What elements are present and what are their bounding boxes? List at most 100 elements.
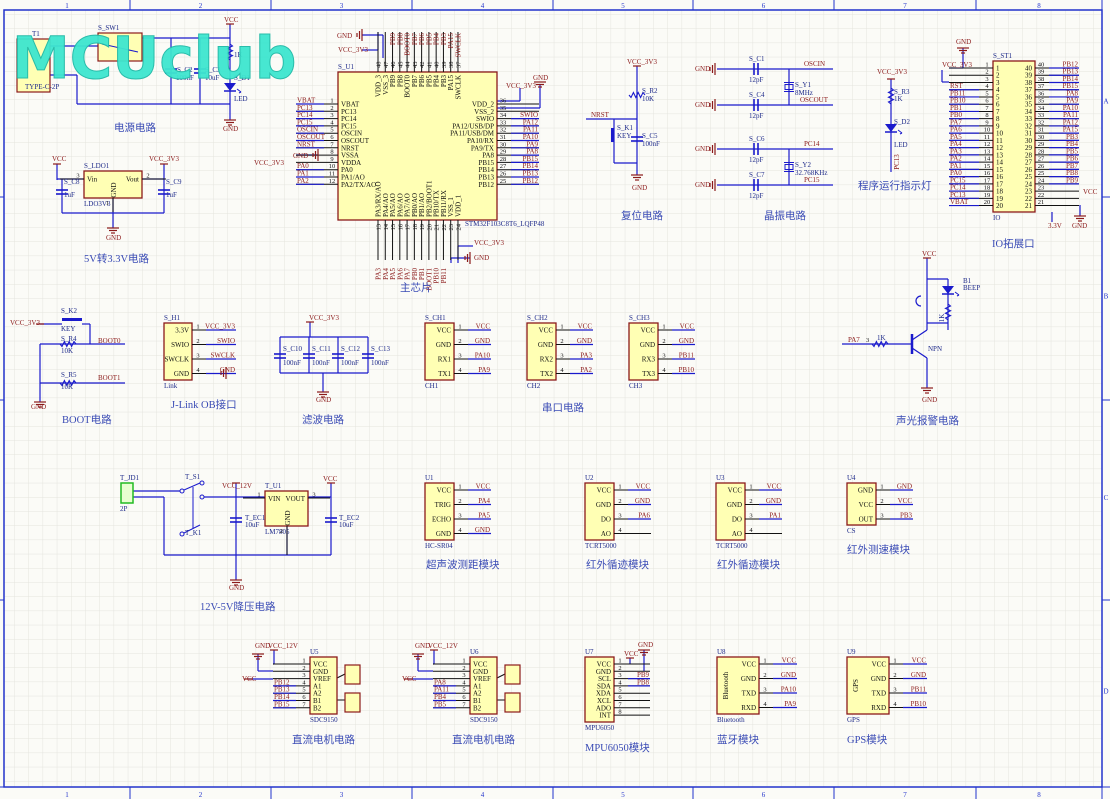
ground-icon: [317, 391, 329, 398]
pin-number: 1: [985, 62, 988, 69]
pin-name: 1: [996, 65, 1000, 73]
pin-name: VCC: [473, 661, 488, 669]
label-boot-gnd: GND: [31, 403, 46, 411]
net-label: VCC: [898, 497, 913, 505]
label-beep-rb: 1K: [877, 334, 886, 342]
label-beep-pa7: PA7: [848, 336, 860, 344]
resistor-symbol: [887, 87, 895, 105]
pin-name: GND: [473, 668, 488, 676]
pin-name: 28: [1025, 151, 1033, 159]
pin-number: 38: [448, 62, 455, 69]
label-motor1-vcc: VCC: [242, 675, 257, 683]
ic-part-name: STM32F103C8T6_LQFP48: [465, 220, 545, 228]
pin-name: TXD: [872, 690, 886, 698]
pin-name: Vin: [87, 176, 98, 184]
net-label: PB5: [425, 33, 433, 46]
pin-name: 3: [996, 79, 1000, 87]
net-label: PC14: [950, 184, 966, 192]
pin-number: 27: [500, 163, 507, 170]
net-label: PB6: [418, 33, 426, 46]
pin-name: Vout: [126, 176, 139, 184]
label-xtal-c4-val: 12pF: [749, 112, 764, 120]
pin-number: 2: [302, 665, 305, 672]
pin-number: 3: [618, 513, 621, 520]
net-label: PB12: [274, 678, 290, 686]
pin-number: 30: [500, 141, 507, 148]
pin-name: TXD: [742, 690, 756, 698]
pin-name: PB7: [411, 75, 419, 88]
pin-number: 5: [985, 90, 988, 97]
pin-number: 3: [312, 492, 315, 499]
pin-name: PA9/TX: [471, 144, 494, 152]
row-letter: D: [1103, 688, 1108, 696]
pin-number: 17: [984, 177, 991, 184]
net-label: OSCIN: [297, 126, 318, 134]
label-mcu-gnd-right: GND: [533, 74, 548, 82]
pin-number: 1: [662, 324, 665, 331]
switch-lever: [101, 43, 139, 53]
pin-number: 2: [893, 672, 896, 679]
label-motor2-gnd: GND: [415, 642, 430, 650]
ground-icon: [709, 99, 716, 111]
pin-name: A1: [313, 682, 322, 690]
pin-number: 1: [462, 658, 465, 665]
capacitor-symbol: [165, 68, 177, 74]
pin-name: PA15: [447, 75, 455, 91]
pin-number: 28: [1038, 148, 1045, 155]
ic-body: [309, 656, 338, 715]
pin-name: 40: [1025, 65, 1033, 73]
net-label: PB14: [274, 693, 290, 701]
ic-body: [716, 656, 760, 715]
net-label: BOOT0: [404, 33, 412, 56]
net-label: PA5: [389, 268, 397, 280]
pin-number: 2: [618, 498, 621, 505]
pin-number: 4: [458, 367, 462, 374]
ground-icon: [709, 63, 716, 75]
pin-number: 14: [383, 223, 390, 230]
net-label: PB10: [678, 366, 694, 374]
label-xtal-gnd2: GND: [695, 101, 710, 109]
net-label: PA3: [950, 147, 962, 155]
pin-number: 8: [985, 112, 988, 119]
net-label: VCC: [578, 323, 593, 331]
net-label: PA15: [1063, 126, 1079, 134]
net-label: PA4: [950, 140, 962, 148]
usb-typec-connector: [16, 38, 51, 93]
label-mcu-title: 主芯片: [400, 281, 432, 294]
pin-name: PA10/RX: [467, 137, 494, 145]
ground-icon: [631, 174, 643, 181]
pin-number: 1: [618, 658, 621, 665]
pin-number: 1: [458, 484, 461, 491]
ic-body: [264, 490, 309, 527]
pin-number: 2: [458, 338, 461, 345]
label-boot-boot0: BOOT0: [98, 337, 121, 345]
column-number-top: 4: [481, 2, 485, 10]
pin-number: 4: [763, 701, 767, 708]
pin-number: 21: [434, 224, 441, 231]
pin-name: AO: [601, 530, 611, 538]
net-label: SWIO: [520, 111, 538, 119]
label-beep-led-resistor: 1K: [938, 314, 946, 323]
